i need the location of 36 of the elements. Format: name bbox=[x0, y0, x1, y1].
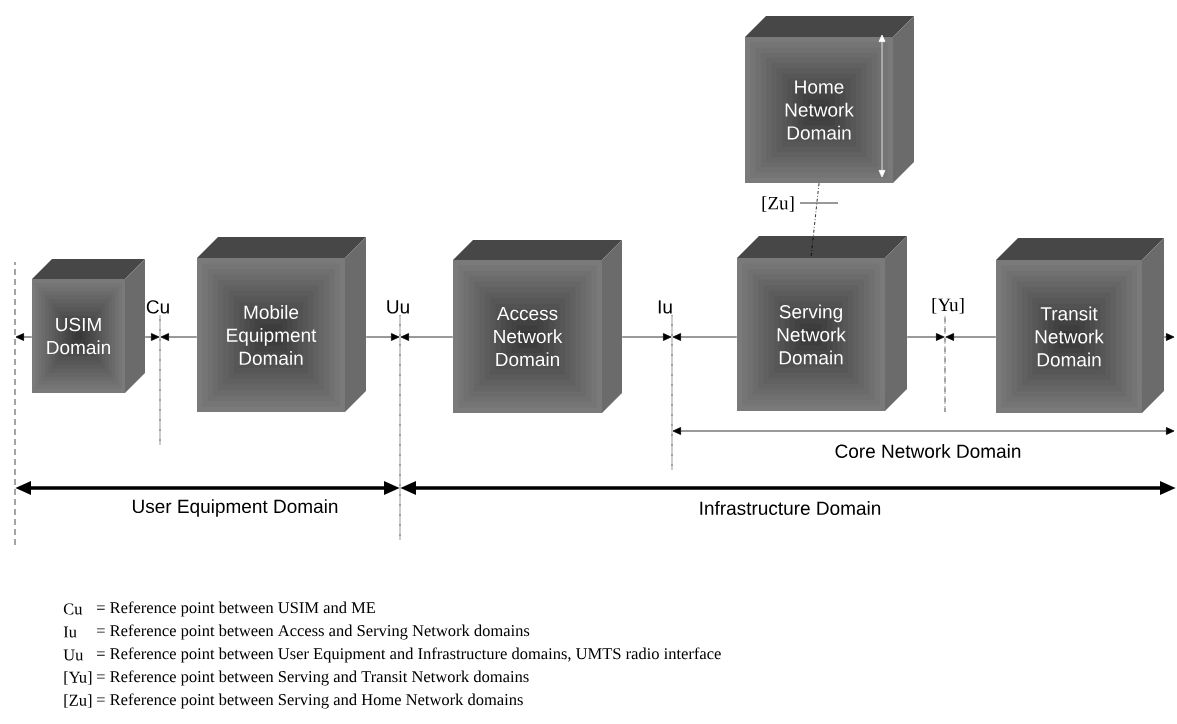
arrow bbox=[906, 333, 945, 341]
cube-box: Transit Network Domain bbox=[996, 238, 1164, 413]
legend-text: = Reference point between Serving and Home Network domains bbox=[97, 693, 523, 709]
arrow bbox=[1163, 333, 1175, 341]
cube-box: Mobile Equipment Domain bbox=[197, 237, 366, 412]
arrow bbox=[672, 427, 1175, 435]
legend-term: [Yu] bbox=[64, 671, 92, 685]
cube-box: USIM Domain bbox=[32, 259, 145, 393]
legend-term: Iu bbox=[63, 626, 77, 638]
cube-box: Home Network Domain bbox=[745, 16, 914, 183]
arrow bbox=[400, 333, 454, 341]
cube-box: Serving Network Domain bbox=[737, 236, 907, 411]
edge-label: [Zu] bbox=[762, 196, 794, 212]
arrow bbox=[15, 333, 33, 341]
legend-text: = Reference point between Access and Serving Network domains bbox=[97, 624, 530, 640]
edge-label: User Equipment Domain bbox=[133, 499, 338, 517]
arrow bbox=[672, 333, 738, 341]
legend-text: = Reference point between USIM and ME bbox=[97, 601, 376, 617]
arrow bbox=[160, 333, 198, 341]
legend-term: Cu bbox=[63, 603, 83, 615]
reference-line bbox=[14, 261, 16, 546]
reference-line: Iu bbox=[658, 300, 673, 471]
arrow bbox=[144, 333, 160, 341]
legend-text: = Reference point between User Equipment and Infrastructure domains, UMTS radio interface bbox=[97, 647, 721, 663]
legend-term: Uu bbox=[63, 649, 84, 661]
edge-label: Core Network Domain bbox=[835, 444, 1021, 458]
legend-term: [Zu] bbox=[64, 694, 92, 708]
legend-text: = Reference point between Serving and Transit Network domains bbox=[97, 670, 529, 686]
edge-label: Infrastructure Domain bbox=[700, 501, 881, 515]
arrow bbox=[621, 333, 672, 341]
arrow bbox=[945, 333, 997, 341]
reference-line: Cu bbox=[146, 300, 169, 446]
cube-box: Access Network Domain bbox=[453, 240, 622, 413]
reference-line: Uu bbox=[387, 300, 409, 541]
reference-line: [Yu] bbox=[932, 297, 964, 413]
arrow bbox=[365, 333, 400, 341]
